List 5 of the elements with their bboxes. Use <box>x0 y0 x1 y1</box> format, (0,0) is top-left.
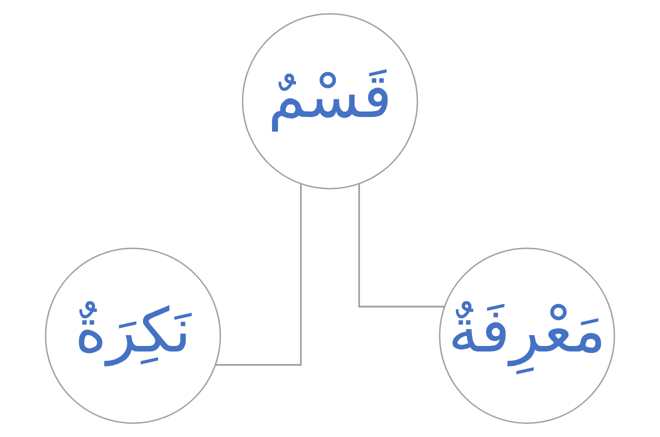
node-circle: نَكِرَةٌ <box>44 248 222 424</box>
connector <box>358 184 445 308</box>
connector <box>215 184 302 366</box>
node-circle: مَعْرِفَةٌ <box>438 248 616 424</box>
node-circle: قَسْمٌ <box>242 13 418 190</box>
